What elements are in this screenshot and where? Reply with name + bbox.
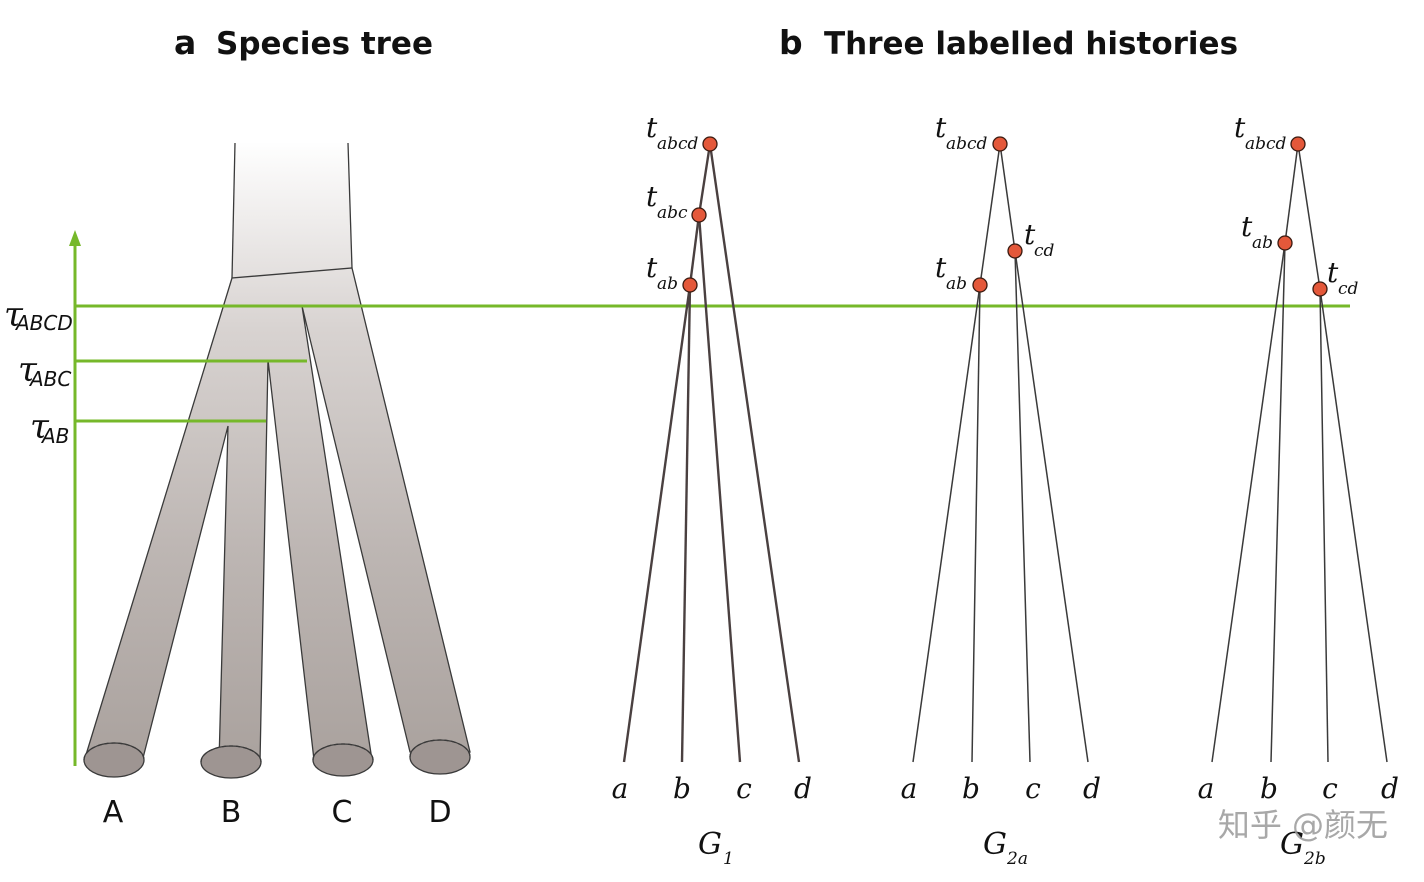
svg-text:cd: cd [1338, 279, 1359, 299]
g1-label-ab: t ab [646, 251, 678, 294]
species-label-c: C [332, 795, 353, 830]
branch-end-a [84, 743, 144, 777]
svg-text:ab: ab [1252, 233, 1273, 253]
g2b-node-abcd [1291, 137, 1305, 151]
svg-text:G: G [698, 827, 722, 862]
g2a-label-ab: t ab [935, 251, 967, 294]
g2b-tip-c: c [1322, 772, 1338, 805]
svg-text:ab: ab [946, 274, 967, 294]
g2b-tip-a: a [1198, 772, 1215, 805]
panel-b: b Three labelled histories t abcd t abc [612, 23, 1399, 869]
panel-a-title: Species tree [216, 26, 433, 62]
tau-abcd-label: τ ABCD [4, 295, 73, 335]
g2a-node-ab [973, 278, 987, 292]
svg-text:ABC: ABC [28, 367, 71, 391]
panel-b-letter: b [779, 23, 803, 62]
species-tree-shape [84, 143, 470, 778]
svg-text:2b: 2b [1303, 849, 1326, 869]
g2a-node-abcd [993, 137, 1007, 151]
branch-end-c [313, 744, 373, 776]
branch-end-b [201, 746, 261, 778]
svg-text:abcd: abcd [1245, 134, 1287, 154]
g2b-node-cd [1313, 282, 1327, 296]
g1-node-abc [692, 208, 706, 222]
time-axis-arrowhead [69, 230, 81, 246]
g2b-label-abcd: t abcd [1234, 111, 1287, 154]
g1-tip-d: d [794, 772, 812, 805]
g2a-label-cd: t cd [1024, 218, 1055, 261]
g2a-tip-b: b [962, 772, 980, 805]
g1-name: G 1 [698, 827, 734, 869]
svg-text:abcd: abcd [946, 134, 988, 154]
g2a-edges [913, 144, 1088, 762]
svg-text:ab: ab [657, 274, 678, 294]
g2b-label-ab: t ab [1241, 210, 1273, 253]
g1-label-abc: t abc [646, 180, 688, 223]
svg-text:abc: abc [657, 203, 688, 223]
svg-text:abcd: abcd [657, 134, 699, 154]
tree-root-trunk [232, 143, 352, 278]
tau-ab-label: τ AB [30, 407, 69, 448]
g1-node-abcd [703, 137, 717, 151]
g2b-edges [1212, 144, 1387, 762]
history-g1: t abcd t abc t ab a b c d G 1 [612, 111, 812, 869]
g2a-label-abcd: t abcd [935, 111, 988, 154]
g1-tip-c: c [736, 772, 752, 805]
g2b-node-ab [1278, 236, 1292, 250]
branch-end-d [410, 740, 470, 774]
g1-tip-a: a [612, 772, 629, 805]
g2a-node-cd [1008, 244, 1022, 258]
svg-text:2a: 2a [1006, 849, 1028, 869]
tree-body [85, 268, 470, 762]
panel-b-title: Three labelled histories [824, 26, 1238, 62]
species-label-b: B [221, 795, 242, 830]
g2a-tip-c: c [1025, 772, 1041, 805]
g2b-tip-d: d [1381, 772, 1399, 805]
g1-edges [624, 144, 799, 762]
g2b-label-cd: t cd [1327, 256, 1359, 299]
svg-text:ABCD: ABCD [14, 311, 73, 335]
species-label-d: D [428, 795, 451, 830]
g1-tip-b: b [673, 772, 691, 805]
svg-text:1: 1 [723, 849, 734, 869]
g2a-name: G 2a [983, 827, 1028, 869]
g1-label-abcd: t abcd [646, 111, 699, 154]
svg-text:G: G [983, 827, 1007, 862]
history-g2a: t abcd t cd t ab a b c d G 2a [901, 111, 1101, 869]
svg-text:cd: cd [1034, 241, 1055, 261]
svg-text:AB: AB [40, 424, 69, 448]
g2a-tip-a: a [901, 772, 918, 805]
g2a-tip-d: d [1083, 772, 1101, 805]
g1-node-ab [683, 278, 697, 292]
species-label-a: A [103, 795, 124, 830]
panel-a-letter: a [174, 23, 196, 62]
history-g2b: t abcd t ab t cd a b c d G 2b [1198, 111, 1399, 869]
watermark-text: 知乎 @颜无 [1218, 806, 1388, 844]
g2b-tip-b: b [1260, 772, 1278, 805]
tau-abc-label: τ ABC [18, 350, 71, 391]
